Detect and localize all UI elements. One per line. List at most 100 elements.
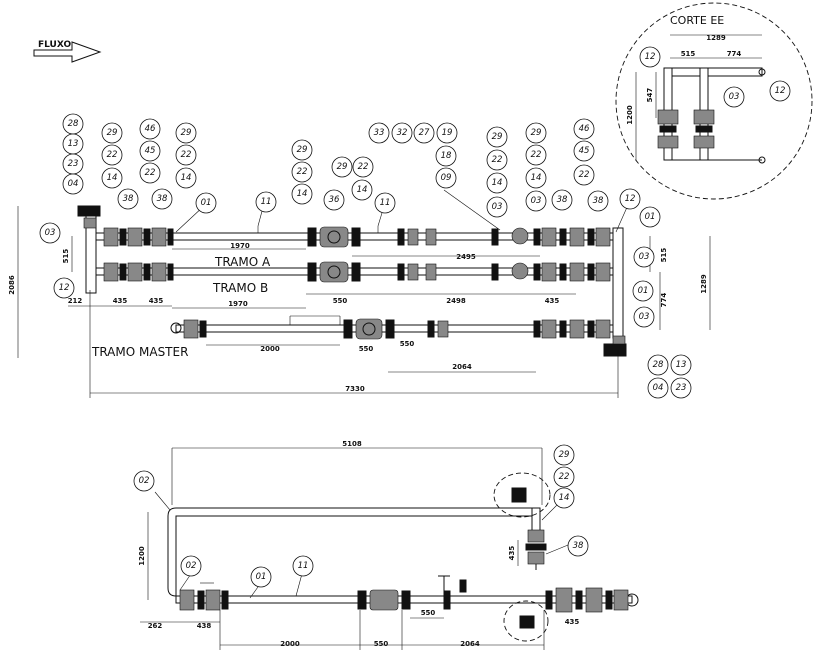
callout-circle	[632, 280, 654, 302]
callout-c-01r2: 01	[632, 280, 654, 302]
callout-circle	[139, 118, 161, 140]
dim-right-1289: 1289	[700, 274, 708, 294]
callout-number: 13	[68, 139, 79, 149]
callout-c-11b: 11	[374, 192, 396, 214]
callout-number: 29	[337, 162, 348, 172]
callout-circle	[486, 172, 508, 194]
callout-c-29e2: 29	[553, 444, 575, 466]
callout-c-38b: 38	[151, 188, 173, 210]
callout-c-12ee1: 12	[639, 46, 661, 68]
callout-c-11e: 11	[292, 555, 314, 577]
dim-right-774: 774	[660, 293, 668, 308]
callout-circle	[180, 555, 202, 577]
callout-circle	[486, 126, 508, 148]
callout-circle	[413, 122, 435, 144]
callout-c-38a: 38	[117, 188, 139, 210]
callout-circle	[639, 46, 661, 68]
callout-number: 22	[145, 168, 156, 178]
dim-m-2000: 2000	[260, 345, 280, 353]
callout-c-46b: 46	[573, 118, 595, 140]
callout-number: 28	[653, 360, 664, 370]
callout-c-12ee2: 12	[769, 80, 791, 102]
callout-circle	[53, 277, 75, 299]
callout-number: 09	[441, 173, 452, 183]
callout-circle	[551, 189, 573, 211]
callout-c-23a: 23	[62, 153, 84, 175]
callout-circle	[525, 144, 547, 166]
dim-m-550a: 550	[359, 345, 374, 353]
callout-circle	[573, 118, 595, 140]
callout-c-11a: 11	[255, 191, 277, 213]
callout-c-28a: 28	[62, 113, 84, 135]
callout-circle	[62, 173, 84, 195]
callout-c-13b: 13	[670, 354, 692, 376]
callout-number: 03	[45, 228, 56, 238]
section-title: CORTE EE	[670, 14, 724, 27]
callout-circle	[351, 179, 373, 201]
callout-c-04a: 04	[62, 173, 84, 195]
callout-c-28b: 28	[647, 354, 669, 376]
callout-circle	[647, 377, 669, 399]
dim-e-550b: 550	[421, 609, 436, 617]
callout-circle	[133, 470, 155, 492]
dim-corte-left: 515	[681, 50, 696, 58]
dim-b-2498: 2498	[446, 297, 466, 305]
callout-number: 29	[107, 128, 118, 138]
callout-circle	[639, 206, 661, 228]
callout-c-04b: 04	[647, 377, 669, 399]
callout-number: 03	[729, 92, 740, 102]
callout-circle	[573, 140, 595, 162]
callout-circle	[255, 191, 277, 213]
dim-e-550a: 550	[374, 640, 389, 648]
callout-circle	[117, 188, 139, 210]
callout-c-02a: 02	[133, 470, 155, 492]
callout-circle	[352, 156, 374, 178]
callout-c-03ee: 03	[723, 86, 745, 108]
label-tramo-b: TRAMO B	[212, 281, 268, 295]
callout-circle	[525, 122, 547, 144]
callout-c-27: 27	[413, 122, 435, 144]
callout-circle	[250, 566, 272, 588]
dim-a-1970: 1970	[230, 242, 250, 250]
callout-circle	[769, 80, 791, 102]
callout-number: 22	[181, 150, 192, 160]
callout-number: 12	[645, 52, 656, 62]
callout-circle	[292, 555, 314, 577]
callout-circle	[435, 167, 457, 189]
dim-corte-v2: 1200	[626, 105, 634, 125]
dim-corte-right: 774	[727, 50, 742, 58]
callout-number: 12	[625, 194, 636, 204]
callout-circle	[391, 122, 413, 144]
callout-c-09: 09	[435, 167, 457, 189]
callout-circle	[139, 162, 161, 184]
callout-number: 29	[559, 450, 570, 460]
callout-number: 12	[775, 86, 786, 96]
callout-c-02b: 02	[180, 555, 202, 577]
callout-number: 22	[297, 167, 308, 177]
callout-circle	[323, 189, 345, 211]
callout-c-29f: 29	[525, 122, 547, 144]
callout-c-18: 18	[435, 145, 457, 167]
dim-e-262: 262	[148, 622, 163, 630]
dim-e-435r: 435	[565, 618, 580, 626]
tramo-master-run	[170, 315, 614, 340]
callout-c-38e: 38	[567, 535, 589, 557]
callout-number: 11	[261, 197, 272, 207]
callout-c-29c: 29	[291, 139, 313, 161]
callout-number: 11	[298, 561, 309, 571]
callout-c-45b: 45	[573, 140, 595, 162]
callout-number: 38	[593, 196, 604, 206]
callout-c-14e2: 14	[553, 487, 575, 509]
dim-b-1970: 1970	[228, 300, 248, 308]
dim-m-2064: 2064	[452, 363, 472, 371]
callout-circle	[553, 487, 575, 509]
callout-number: 46	[145, 124, 156, 134]
callout-circle	[587, 190, 609, 212]
callout-number: 14	[357, 185, 368, 195]
callout-number: 33	[374, 128, 385, 138]
callout-number: 22	[579, 170, 590, 180]
callout-c-14a: 14	[101, 167, 123, 189]
callout-circle	[486, 196, 508, 218]
callout-number: 14	[559, 493, 570, 503]
callout-number: 14	[531, 173, 542, 183]
